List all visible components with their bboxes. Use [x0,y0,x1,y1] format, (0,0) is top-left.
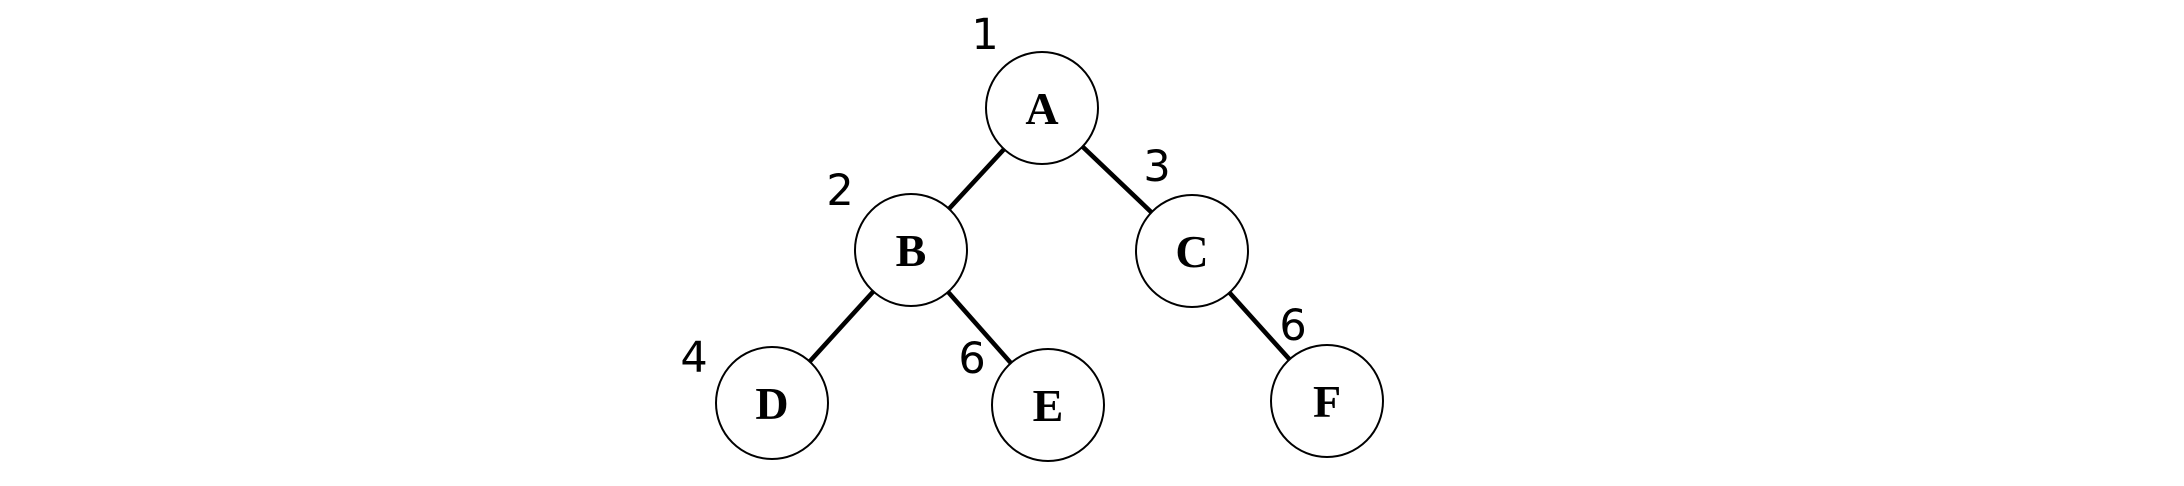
tree-node-E [991,348,1105,462]
tree-node-label-C: C [1175,226,1208,277]
node-annotation-A: 1 [971,10,998,60]
tree-node-label-F: F [1313,376,1341,427]
node-annotation-B: 2 [826,166,853,216]
node-annotation-D: 4 [680,333,707,383]
tree-node-label-D: D [755,378,788,429]
node-annotation-E: 6 [958,334,985,384]
tree-node-B [854,193,968,307]
tree-node-D [715,346,829,460]
tree-node-label-E: E [1033,380,1064,431]
tree-node-F [1270,344,1384,458]
tree-node-label-A: A [1025,83,1058,134]
tree-node-label-B: B [896,225,927,276]
node-annotation-F: 6 [1279,301,1306,351]
tree-node-A [985,51,1099,165]
tree-node-C [1135,194,1249,308]
node-annotation-C: 3 [1143,142,1170,192]
